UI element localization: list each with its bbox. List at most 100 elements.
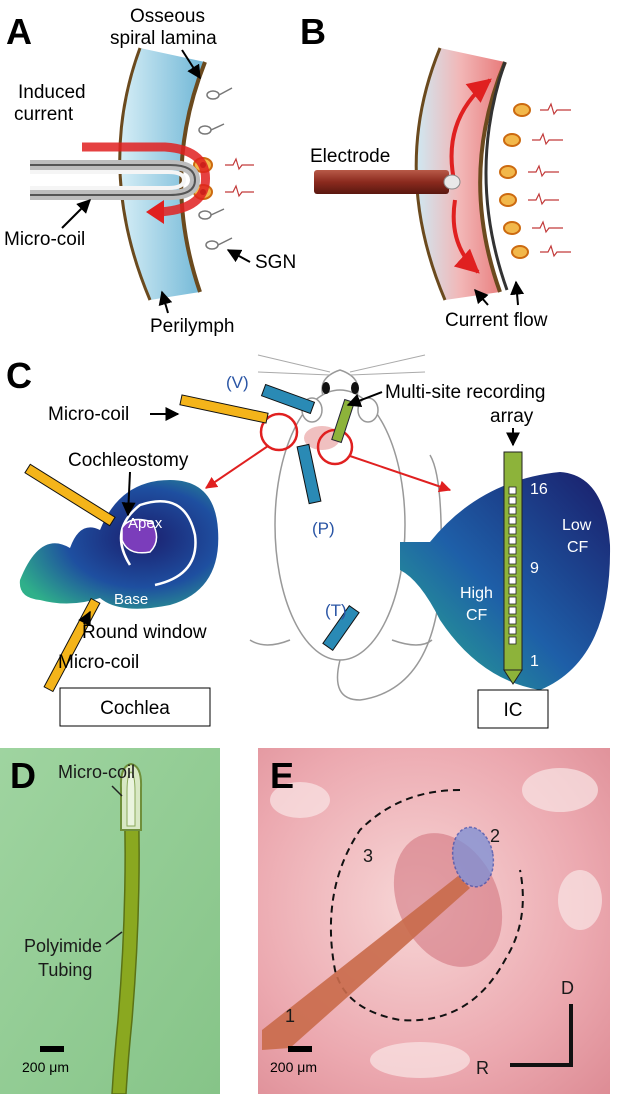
panel-d: D Micro-coil Polyimide Tubing 200 μm [0,748,220,1094]
ic-box-label: IC [504,700,523,721]
tubing-label: Tubing [38,960,92,980]
current-flow-pointer-1 [474,288,489,306]
p-label: (P) [312,519,335,538]
panel-e-letter: E [270,755,294,796]
round-window-pointer [78,610,91,627]
apex-region [121,518,158,554]
panel-b: B Electrode Current flow [300,11,571,331]
marker-3: 3 [363,846,373,866]
micro-coil-a-label: Micro-coil [4,229,85,250]
panel-b-letter: B [300,11,326,52]
ear-circle [259,412,299,452]
cochlea-box [59,687,211,727]
high-cf-label: High [460,585,493,602]
multisite-label2: array [490,406,534,427]
micro-coil-loop [126,771,136,827]
osseous-pointer [181,49,201,80]
induced-label: Induced [18,82,86,103]
axis-r-label: R [476,1058,489,1078]
base-label: Base [114,591,148,608]
photo-d-background [0,748,220,1094]
recording-sites [508,486,517,645]
bone-edge-b [478,61,507,293]
scale-e-label: 200 μm [270,1059,317,1075]
micro-coil-cochleostomy [24,463,116,527]
ic-zoom-arrow [349,455,452,493]
current-up-arrow [449,78,492,186]
coil-t [322,605,360,651]
action-potentials-a [225,157,254,198]
scale-d-label: 200 μm [22,1059,69,1075]
panel-e: E 2 3 1 D R 200 μm [258,748,610,1094]
micro-coil-d-pointer [111,785,123,797]
perilymph-pointer [158,290,173,314]
round-window-label: Round window [82,622,207,643]
t-label: (T) [325,601,347,620]
panel-c-letter: C [6,355,32,396]
current-flow-pointer-2 [510,280,525,306]
polyimide-pointer [105,931,123,945]
electrode [314,170,449,194]
polyimide-label: Polyimide [24,936,102,956]
micro-coil-bottom-label: Micro-coil [58,652,139,673]
sgn-pointer [226,249,251,263]
mouse-eye-left [322,382,330,394]
panel-c: C (V) (P) (T) [6,354,611,729]
current-down-arrow [451,199,480,274]
coil-v [260,383,316,415]
induced-current-arrowhead [146,200,164,224]
spiral-lamina-label: spiral lamina [110,28,217,49]
channel-16-label: 16 [530,481,548,498]
panel-d-letter: D [10,755,36,796]
marker-2: 2 [490,826,500,846]
induced-current-arrow [82,142,210,217]
multisite-pointer [346,391,383,408]
panel-a: A [4,6,296,337]
panel-a-letter: A [6,11,32,52]
coil-shaft-e [262,876,470,1050]
current-label: current [14,104,74,125]
high-cf-label2: CF [466,607,488,624]
ear-zoom-arrow [205,445,269,489]
cochleostomy-pointer [121,471,136,517]
osseous-label: Osseous [130,6,205,27]
micro-coil-round-window [43,597,101,693]
low-cf-label2: CF [567,539,589,556]
whiskers [257,354,426,376]
recording-array-ic [503,451,523,685]
electrode-site-e [451,826,495,888]
action-potentials-b [528,102,571,258]
channel-1-label: 1 [530,653,539,670]
membrane-b [484,61,509,291]
axis-d-label: D [561,978,574,998]
sgn-label: SGN [255,252,296,273]
micro-coil-top [179,394,269,424]
cochlea-box-label: Cochlea [100,698,170,719]
perilymph-label: Perilymph [150,316,234,337]
electrode-label: Electrode [310,146,390,167]
cochleostomy-label: Cochleostomy [68,450,189,471]
micro-coil-a [30,160,201,200]
ic-box [477,689,549,729]
scale-bar-d [40,1046,64,1052]
low-cf-label: Low [562,517,592,534]
polyimide-tubing [111,789,140,1094]
ic-outline [329,789,524,1022]
micro-coil-d-label: Micro-coil [58,762,135,782]
v-label: (V) [226,373,249,392]
orientation-axes [510,1004,573,1067]
multisite-label: Multi-site recording [385,382,546,403]
scale-bar-e [288,1046,312,1052]
current-flow-label: Current flow [445,310,548,331]
electrode-tip [443,174,461,190]
sgn-neurons [198,87,233,250]
micro-coil-top-label: Micro-coil [48,404,129,425]
mouse-eye-right [351,382,359,394]
coil-p [296,443,322,505]
micro-coil-a-pointer [61,199,91,229]
channel-9-label: 9 [530,560,539,577]
apex-label: Apex [128,515,163,532]
perilymph-region-b [416,48,505,300]
tissue-texture [270,768,602,1078]
